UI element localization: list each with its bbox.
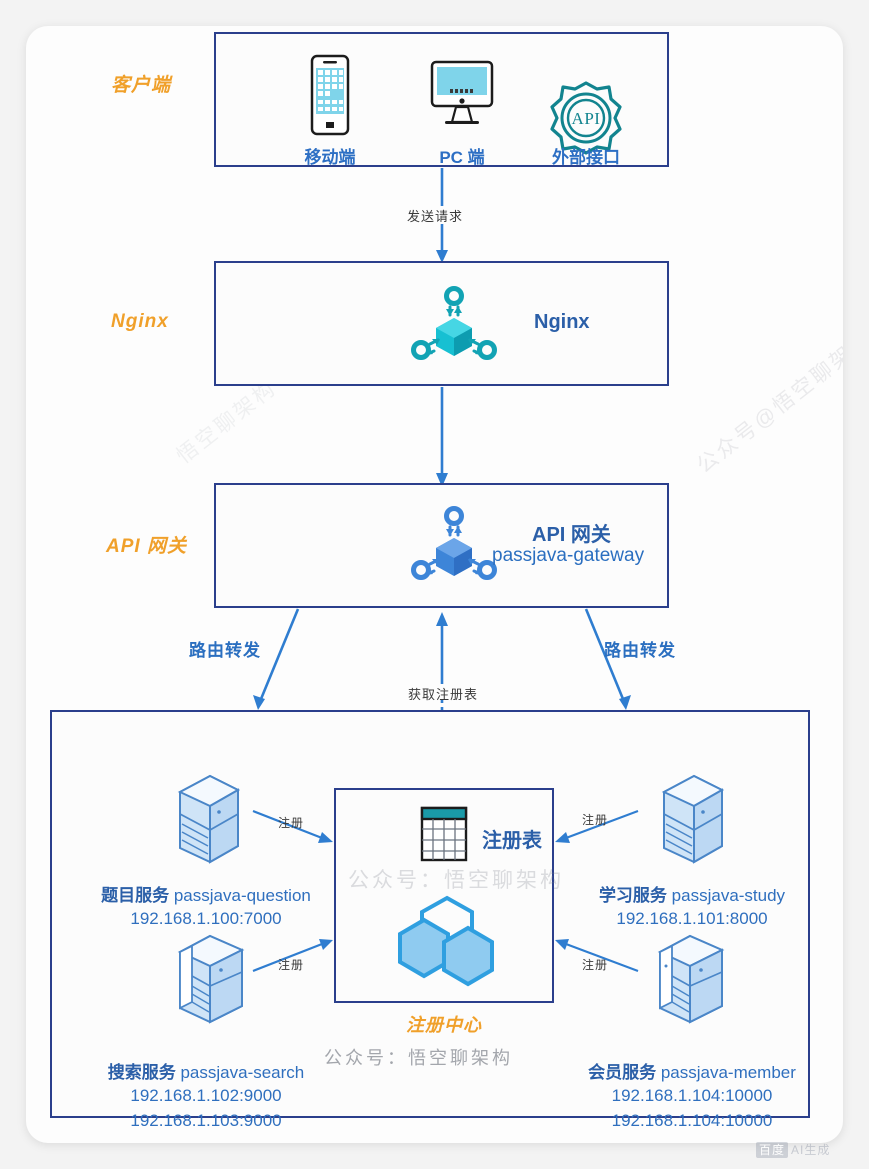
tier-label-nginx: Nginx (111, 311, 169, 332)
service-name-question: 题目服务 passjava-question (56, 881, 356, 906)
arrow-label-send-request: 发送请求 (407, 209, 464, 224)
service-name-cn-question: 题目服务 (101, 886, 170, 905)
hexagon-cluster-icon (398, 894, 498, 995)
registry-table-label: 注册表 (482, 830, 542, 852)
cube-network-icon-gateway (411, 506, 497, 589)
registry-table-icon (420, 806, 468, 869)
service-name-cn-study: 学习服务 (598, 886, 667, 905)
tier-label-client: 客户端 (111, 75, 172, 96)
api-gear-icon: API (549, 81, 623, 160)
desktop-monitor-icon (426, 60, 498, 137)
service-ip-question-0: 192.168.1.100:7000 (130, 909, 282, 928)
arrow-label-route-forward-left: 路由转发 (189, 641, 261, 660)
arrow-label-fetch-registry: 获取注册表 (408, 687, 479, 702)
watermark-diagonal-left: 悟空聊架构 (172, 376, 282, 469)
watermark-baidu-label: AI生成 (791, 1143, 831, 1157)
server-rack-icon-question (172, 770, 244, 871)
service-name-cn-search: 搜索服务 (107, 1063, 176, 1082)
diagram-card: 公众号@悟空聊架构 悟空聊架构 客户端 Nginx API 网关 移动端 (26, 26, 843, 1143)
service-name-en-question: passjava-question (173, 886, 311, 905)
service-name-en-study: passjava-study (671, 886, 786, 905)
service-name-en-search: passjava-search (180, 1063, 305, 1082)
gateway-box-subtitle: passjava-gateway (492, 545, 645, 566)
service-name-cn-member: 会员服务 (588, 1063, 657, 1082)
service-name-search: 搜索服务 passjava-search (56, 1058, 356, 1083)
arrow-label-register-question: 注册 (278, 816, 305, 830)
cube-network-icon-nginx (411, 286, 497, 369)
svg-text:API: API (572, 109, 601, 128)
client-item-label-api: 外部接口 (552, 148, 620, 167)
watermark-baidu-tag: 百度 (756, 1142, 789, 1158)
arrow-label-register-study: 注册 (582, 813, 609, 827)
client-item-label-pc: PC 端 (439, 148, 485, 167)
client-item-label-mobile: 移动端 (304, 148, 356, 167)
tier-label-gateway: API 网关 (106, 536, 187, 557)
nginx-box-title: Nginx (534, 311, 590, 333)
server-rack-icon-search (172, 930, 250, 1031)
arrow-label-register-search: 注册 (278, 958, 305, 972)
service-name-member: 会员服务 passjava-member (542, 1058, 842, 1083)
arrow-label-route-forward-right: 路由转发 (604, 641, 676, 660)
registry-center-label: 注册中心 (406, 1015, 482, 1035)
arrow-label-register-member: 注册 (582, 958, 609, 972)
gateway-box-title: API 网关 (532, 524, 611, 546)
service-ip-member-0: 192.168.1.104:10000 (611, 1086, 773, 1105)
server-rack-icon-member (652, 930, 730, 1031)
nginx-box (214, 261, 669, 386)
server-rack-icon-study (656, 770, 728, 871)
service-ip-study-0: 192.168.1.101:8000 (616, 909, 768, 928)
mobile-phone-icon (304, 54, 356, 141)
service-name-study: 学习服务 passjava-study (542, 881, 842, 906)
watermark-diagonal-right: 公众号@悟空聊架构 (692, 326, 843, 478)
service-ip-search-1: 192.168.1.103:9000 (130, 1111, 282, 1130)
service-ip-search-0: 192.168.1.102:9000 (130, 1086, 282, 1105)
service-ip-member-1: 192.168.1.104:10000 (611, 1111, 773, 1130)
service-name-en-member: passjava-member (660, 1063, 796, 1082)
